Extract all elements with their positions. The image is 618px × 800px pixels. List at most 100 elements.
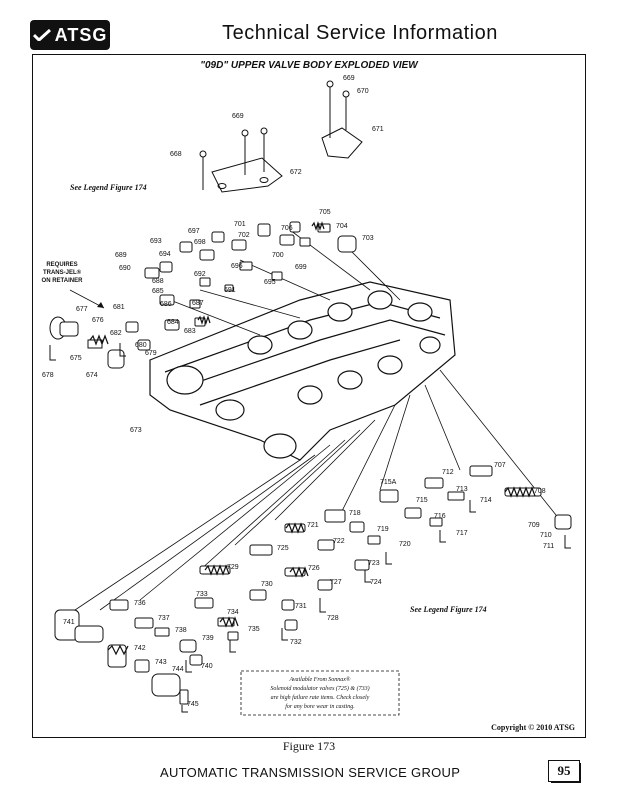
legend-reference-bottom: See Legend Figure 174 — [410, 605, 487, 614]
cover-plate — [199, 80, 363, 193]
part-label: 702 — [238, 232, 250, 239]
part-label: 735 — [248, 626, 260, 633]
part-label: 699 — [295, 264, 307, 271]
sonnax-line: for any bore wear in casting. — [285, 703, 354, 710]
part-label: 730 — [261, 581, 273, 588]
note-line: REQUIRES — [46, 262, 77, 268]
part-label: 695 — [264, 279, 276, 286]
part-label: 697 — [188, 228, 200, 235]
legend-reference-top: See Legend Figure 174 — [70, 183, 147, 192]
part-label: 743 — [155, 659, 167, 666]
part-label: 679 — [145, 350, 157, 357]
part-label: 696 — [231, 263, 243, 270]
part-label: 672 — [290, 169, 302, 176]
valve-body-casting — [149, 281, 456, 461]
part-label: 737 — [158, 615, 170, 622]
part-label: 680 — [135, 342, 147, 349]
part-label: 709 — [528, 522, 540, 529]
part-label: 668 — [170, 151, 182, 158]
part-label: 669 — [232, 113, 244, 120]
part-label: 678 — [42, 372, 54, 379]
part-label: 682 — [110, 330, 122, 337]
part-label: 715 — [416, 497, 428, 504]
part-label: 676 — [92, 317, 104, 324]
part-label: 690 — [119, 265, 131, 272]
part-label: 708 — [534, 488, 546, 495]
part-label: 674 — [86, 372, 98, 379]
part-label: 684 — [167, 319, 179, 326]
part-label: 732 — [290, 639, 302, 646]
page-number: 95 — [548, 760, 580, 782]
part-label: 741 — [63, 619, 75, 626]
part-label: 683 — [184, 328, 196, 335]
part-label: 731 — [295, 603, 307, 610]
part-label: 721 — [307, 522, 319, 529]
part-label: 688 — [152, 278, 164, 285]
part-label: 733 — [196, 591, 208, 598]
diagram-title: "09D" UPPER VALVE BODY EXPLODED VIEW — [200, 60, 419, 71]
part-label: 710 — [540, 532, 552, 539]
logo-text: ATSG — [54, 24, 108, 45]
part-label: 707 — [494, 462, 506, 469]
part-label: 725 — [277, 545, 289, 552]
part-label: 671 — [372, 126, 384, 133]
part-label: 720 — [399, 541, 411, 548]
part-label: 706 — [281, 225, 293, 232]
part-label: 726 — [308, 565, 320, 572]
part-label: 677 — [76, 306, 88, 313]
part-label: 736 — [134, 600, 146, 607]
sonnax-line: Solenoid modulator valves (725) & (733) — [270, 685, 369, 692]
part-label: 691 — [224, 287, 236, 294]
part-label: 728 — [327, 615, 339, 622]
part-label: 681 — [113, 304, 125, 311]
trans-jel-note: REQUIRES TRANS-JEL® ON RETAINER — [42, 262, 105, 309]
part-label: 713 — [456, 486, 468, 493]
part-label: 693 — [150, 238, 162, 245]
part-label: 675 — [70, 355, 82, 362]
part-label: 719 — [377, 526, 389, 533]
part-label: 698 — [194, 239, 206, 246]
part-label: 703 — [362, 235, 374, 242]
part-label: 692 — [194, 271, 206, 278]
part-label: 705 — [319, 209, 331, 216]
sonnax-callout: Available From Sonnax® Solenoid modulato… — [240, 670, 400, 716]
part-label: 685 — [152, 288, 164, 295]
part-label: 686 — [160, 301, 172, 308]
part-label: 670 — [357, 88, 369, 95]
part-label: 729 — [227, 564, 239, 571]
note-line: TRANS-JEL® — [43, 269, 82, 276]
sonnax-line: are high failure rate items. Check close… — [271, 694, 370, 701]
part-label: 700 — [272, 252, 284, 259]
part-label: 722 — [333, 538, 345, 545]
part-label: 689 — [115, 252, 127, 259]
part-label: 704 — [336, 223, 348, 230]
part-label: 701 — [234, 221, 246, 228]
retainer-clips — [49, 343, 571, 713]
part-label: 669 — [343, 75, 355, 82]
part-label: 716 — [434, 513, 446, 520]
part-label: 723 — [368, 560, 380, 567]
atsg-logo: ATSG — [30, 20, 110, 50]
figure-frame — [32, 54, 586, 738]
part-label: 718 — [349, 510, 361, 517]
part-label: 742 — [134, 645, 146, 652]
part-label: 734 — [227, 609, 239, 616]
part-label: 740 — [201, 663, 213, 670]
part-label: 714 — [480, 497, 492, 504]
part-label: 687 — [192, 300, 204, 307]
part-label: 724 — [370, 579, 382, 586]
part-label: 727 — [330, 579, 342, 586]
copyright: Copyright © 2010 ATSG — [491, 723, 575, 732]
page-title: Technical Service Information — [222, 22, 498, 44]
part-label: 745 — [187, 701, 199, 708]
sonnax-line: Available From Sonnax® — [289, 676, 351, 683]
part-label: 717 — [456, 530, 468, 537]
springs — [89, 221, 536, 656]
valve-components — [49, 221, 572, 705]
note-line: ON RETAINER — [42, 278, 84, 284]
part-label: 673 — [130, 427, 142, 434]
part-label: 715A — [380, 479, 397, 486]
part-label: 744 — [172, 666, 184, 673]
figure-caption: Figure 173 — [282, 739, 336, 753]
